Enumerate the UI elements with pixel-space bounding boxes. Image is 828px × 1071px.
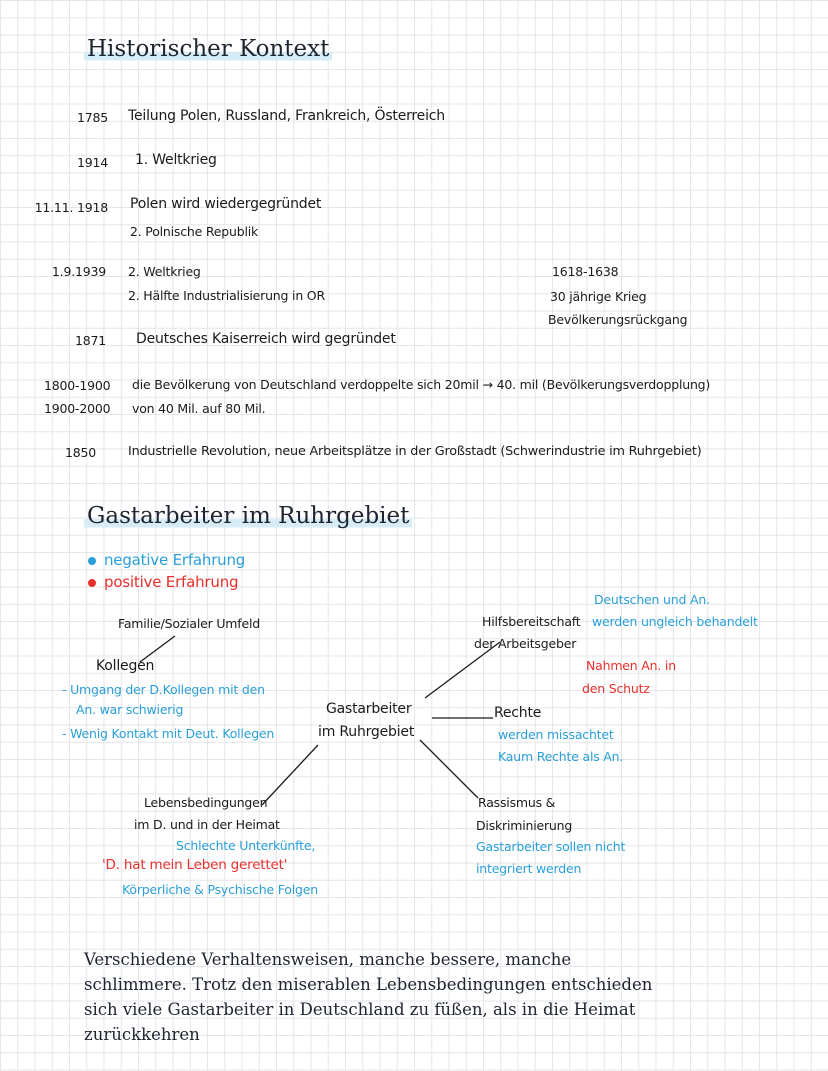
side-note-years: 1618-1638 xyxy=(552,264,619,279)
rights-note: Kaum Rechte als An. xyxy=(498,749,624,764)
mindmap-rights: Rechte xyxy=(494,705,542,721)
colleagues-note: - Umgang der D.Kollegen mit den xyxy=(62,682,265,697)
colleagues-note: - Wenig Kontakt mit Deut. Kollegen xyxy=(62,726,275,741)
racism-note: Gastarbeiter sollen nicht xyxy=(476,839,626,854)
timeline-event: 2. Weltkrieg xyxy=(128,264,201,279)
timeline-event: die Bevölkerung von Deutschland verdoppe… xyxy=(132,377,711,392)
timeline-event: Deutsches Kaiserreich wird gegründet xyxy=(136,331,396,347)
section-heading-historical-context: Historischer Kontext xyxy=(84,36,333,62)
timeline-event: Polen wird wiedergegründet xyxy=(130,196,322,212)
employer-note-negative: werden ungleich behandelt xyxy=(592,614,758,629)
timeline-event-detail: von 40 Mil. auf 80 Mil. xyxy=(132,401,266,416)
timeline-date: 1.9.1939 xyxy=(51,264,106,279)
connector-employer xyxy=(424,641,501,699)
mindmap-center-line2: im Ruhrgebiet xyxy=(318,724,415,740)
side-note-war: 30 jährige Krieg xyxy=(550,289,647,304)
racism-note: integriert werden xyxy=(476,861,582,876)
employer-note-positive: den Schutz xyxy=(582,681,650,696)
colleagues-note: An. war schwierig xyxy=(76,702,184,717)
mindmap-colleagues: Kollegen xyxy=(96,658,155,674)
section-heading-gastarbeiter: Gastarbeiter im Ruhrgebiet xyxy=(84,503,413,529)
timeline-event: Industrielle Revolution, neue Arbeitsplä… xyxy=(128,444,702,459)
timeline-date: 1871 xyxy=(74,333,106,348)
timeline-event-detail: 2. Hälfte Industrialisierung in OR xyxy=(128,288,325,303)
living-note-positive: 'D. hat mein Leben gerettet' xyxy=(102,857,288,873)
mindmap-employer-line1: Hilfsbereitschaft xyxy=(482,614,581,629)
mindmap-living-line1: Lebensbedingungen xyxy=(144,795,268,810)
timeline-event-detail: 2. Polnische Republik xyxy=(130,224,259,239)
legend-dot-blue xyxy=(88,556,96,565)
employer-note-positive: Nahmen An. in xyxy=(586,658,676,673)
connector-family-colleagues xyxy=(139,635,176,663)
timeline-date: 1900-2000 xyxy=(44,401,111,416)
legend-negative: negative Erfahrung xyxy=(88,551,245,569)
timeline-event: 1. Weltkrieg xyxy=(135,152,217,168)
conclusion-paragraph: Verschiedene Verhaltensweisen, manche be… xyxy=(84,950,653,1044)
legend-negative-label: negative Erfahrung xyxy=(104,551,246,569)
mindmap-living-line2: im D. und in der Heimat xyxy=(134,817,280,832)
mindmap-racism-line1: Rassismus & xyxy=(478,795,556,810)
timeline-date: 1800-1900 xyxy=(44,378,111,393)
mindmap-center-line1: Gastarbeiter xyxy=(326,701,412,717)
employer-note-negative: Deutschen und An. xyxy=(594,592,710,607)
legend-positive: positive Erfahrung xyxy=(88,573,239,591)
timeline-date: 1785 xyxy=(76,110,108,125)
living-note-negative: Schlechte Unterkünfte, xyxy=(176,838,316,853)
side-note-population: Bevölkerungsrückgang xyxy=(548,312,688,327)
timeline-date: 11.11. 1918 xyxy=(34,200,109,215)
mindmap-employer-line2: der Arbeitsgeber xyxy=(474,636,577,651)
mindmap-family: Familie/Sozialer Umfeld xyxy=(118,616,260,631)
connector-living xyxy=(261,744,319,806)
living-note-negative: Körperliche & Psychische Folgen xyxy=(122,882,318,897)
timeline-date: 1850 xyxy=(64,445,96,460)
timeline-date: 1914 xyxy=(76,155,108,170)
legend-dot-red xyxy=(88,578,96,587)
mindmap-racism-line2: Diskriminierung xyxy=(476,818,573,833)
connector-racism xyxy=(419,739,479,799)
rights-note: werden missachtet xyxy=(498,727,614,742)
timeline-event: Teilung Polen, Russland, Frankreich, Öst… xyxy=(128,108,445,124)
legend-positive-label: positive Erfahrung xyxy=(104,573,239,591)
